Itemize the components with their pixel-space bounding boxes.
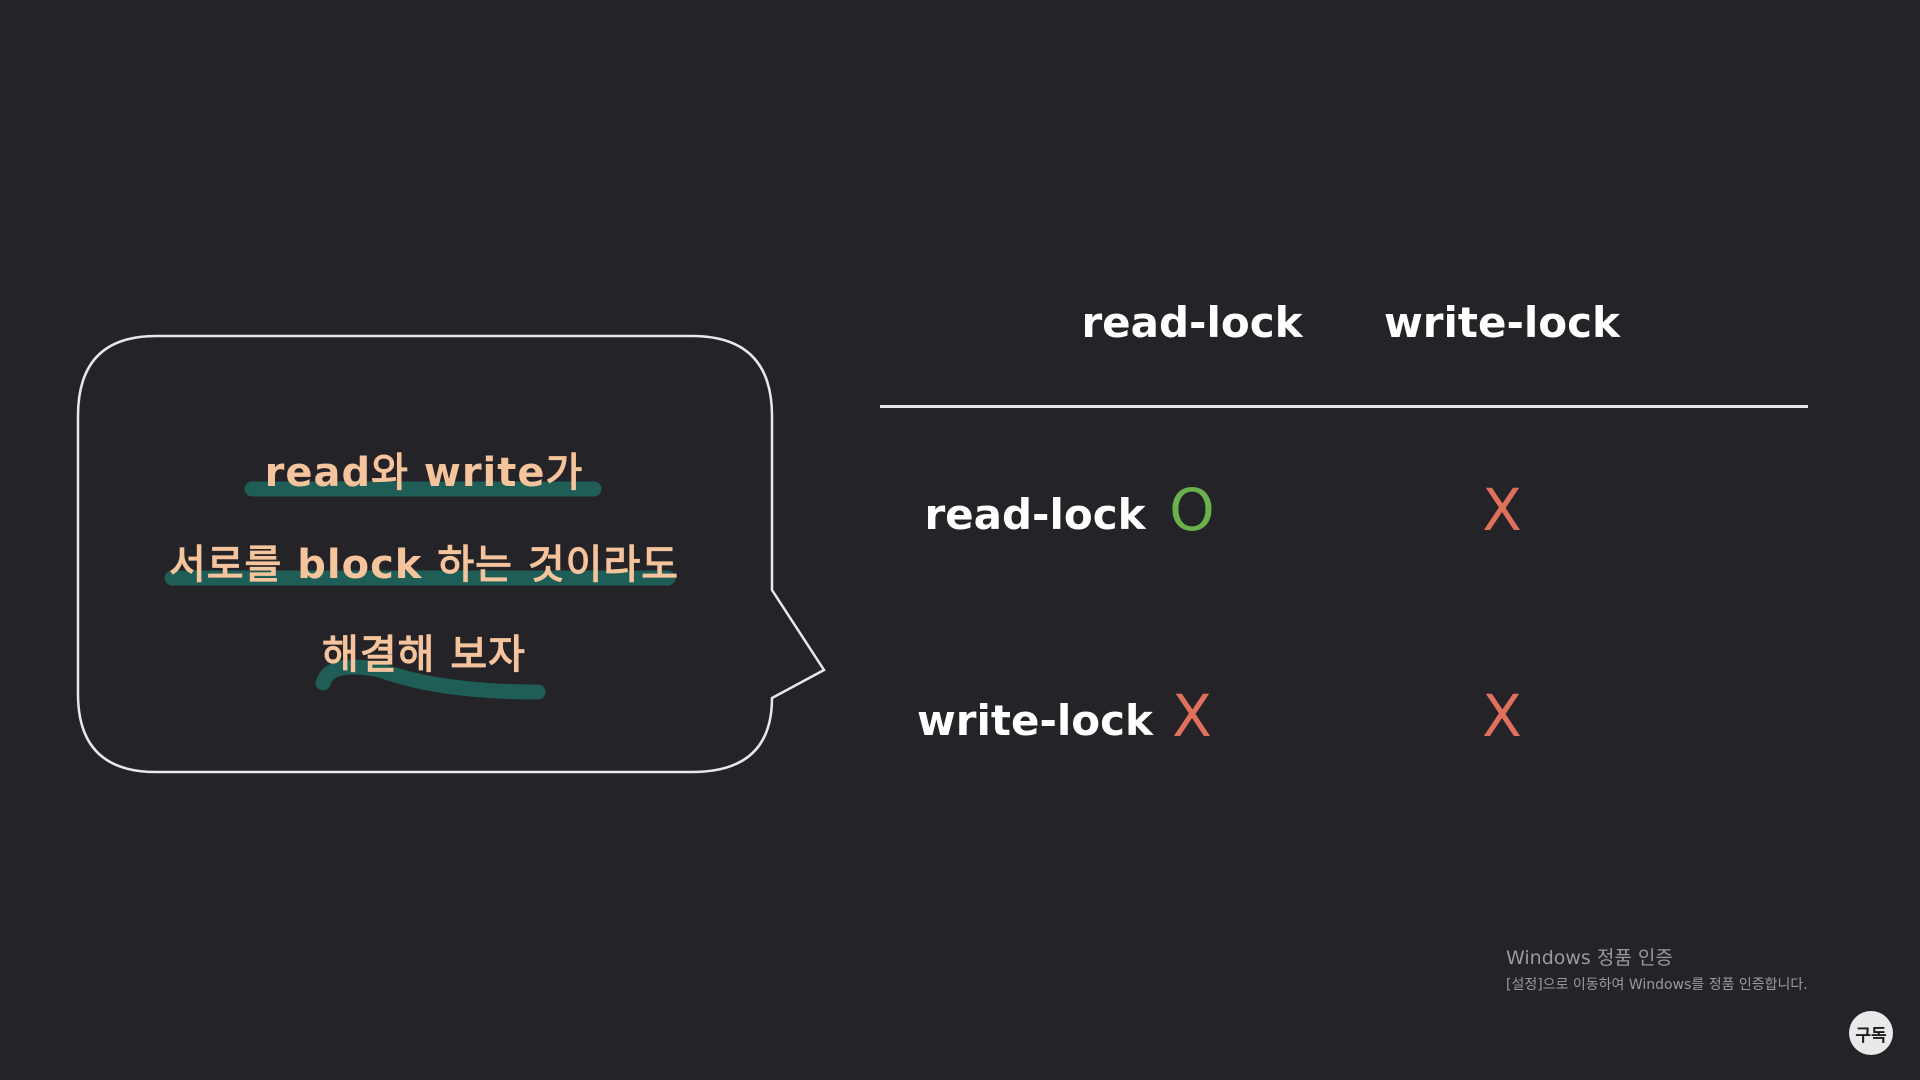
lock-compatibility-table: read-lock write-lock read-lock O X write… (880, 0, 1808, 1080)
bubble-line-1: read와 write가 (264, 450, 584, 496)
column-header-write-lock: write-lock (1384, 298, 1620, 347)
subscribe-button[interactable]: 구독 (1849, 1011, 1893, 1055)
cell-write-write: X (1482, 682, 1522, 750)
table-divider (880, 405, 1808, 408)
watermark-subtitle: [설정]으로 이동하여 Windows를 정품 인증합니다. (1506, 977, 1808, 993)
watermark-title: Windows 정품 인증 (1506, 947, 1673, 969)
cell-read-read: O (1169, 476, 1215, 544)
row-header-write-lock: write-lock (917, 696, 1153, 745)
bubble-line-3: 해결해 보자 (322, 632, 526, 678)
bubble-line-2: 서로를 block 하는 것이라도 (168, 542, 680, 588)
windows-activation-watermark: Windows 정품 인증 [설정]으로 이동하여 Windows를 정품 인증… (1506, 943, 1808, 994)
row-header-read-lock: read-lock (924, 490, 1146, 539)
cell-write-read: X (1172, 682, 1212, 750)
column-header-read-lock: read-lock (1081, 298, 1303, 347)
cell-read-write: X (1482, 476, 1522, 544)
